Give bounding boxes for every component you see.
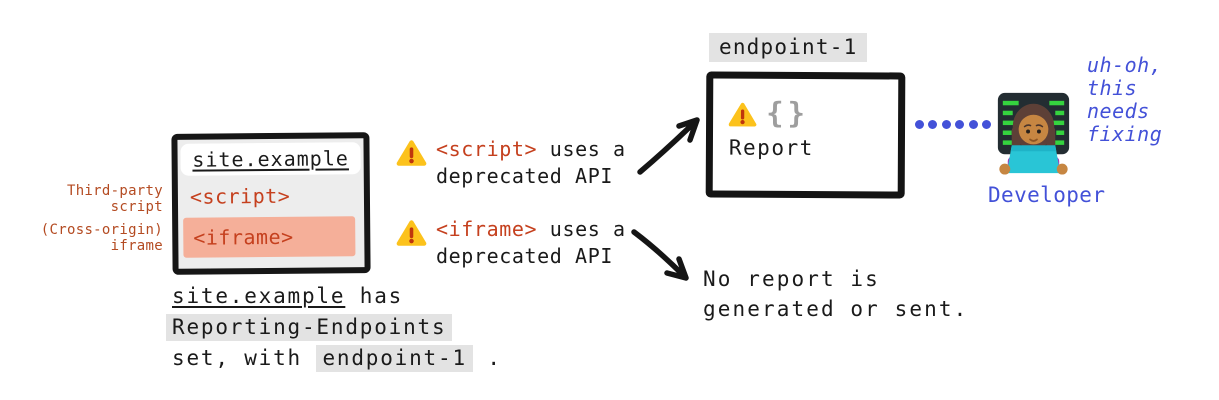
dot	[941, 120, 951, 129]
warning-text-script: <script> uses a deprecated API	[436, 136, 626, 190]
label-line: Third-party	[66, 183, 163, 199]
endpoint-box: {} Report	[705, 71, 906, 199]
caption-line-2: Reporting-Endpoints	[166, 312, 502, 343]
laptop	[999, 145, 1068, 175]
warning-icon	[728, 102, 757, 128]
endpoint-chip: endpoint-1	[316, 345, 473, 372]
report-json-braces-icon: {}	[766, 95, 810, 131]
dot	[915, 120, 924, 129]
woman-technologist-emoji	[997, 92, 1070, 175]
caption-line-3: set, with endpoint-1 .	[172, 343, 502, 374]
warning-rest: uses a	[549, 217, 626, 241]
caption-line-1: site.example has	[172, 281, 502, 312]
label-line: (Cross-origin)	[40, 222, 163, 238]
warning-icon	[396, 139, 427, 167]
dot	[981, 120, 991, 129]
iframe-highlight: <iframe>	[183, 216, 356, 258]
warning-line-2: deprecated API	[436, 244, 613, 268]
warning-row-iframe: <iframe> uses a deprecated API	[396, 216, 626, 270]
dot	[955, 120, 965, 129]
report-row: {}	[728, 96, 898, 131]
warning-line-1: <iframe> uses a	[436, 216, 626, 243]
label-third-party-script: Third-party script	[0, 183, 163, 215]
warning-tag: <iframe>	[436, 217, 538, 241]
iframe-tag-text: <iframe>	[193, 224, 294, 250]
warning-rest: uses a	[549, 137, 626, 161]
dot	[968, 120, 978, 129]
dotted-connector	[915, 120, 991, 129]
caption-site-name: site.example	[172, 284, 346, 308]
thought-line: fixing	[1087, 122, 1163, 146]
developer-label: Developer	[988, 183, 1106, 207]
warning-icon	[396, 219, 427, 247]
warning-line-2: deprecated API	[436, 164, 613, 188]
arrow-to-no-report-icon	[631, 229, 689, 281]
label-cross-origin-iframe: (Cross-origin) iframe	[0, 222, 163, 254]
no-report-line-1: No report is	[703, 267, 880, 291]
label-line: iframe	[110, 238, 163, 254]
warning-row-script: <script> uses a deprecated API	[396, 136, 626, 190]
site-url-bar: site.example	[180, 142, 361, 176]
site-url-text: site.example	[192, 146, 349, 172]
thought-text: uh-oh, this needs fixing	[1087, 54, 1162, 146]
caption-period: .	[487, 346, 502, 370]
caption-set-with-text: set, with	[172, 346, 302, 370]
thought-line: this	[1087, 76, 1138, 100]
thought-line: uh-oh,	[1087, 53, 1163, 77]
caption: site.example has Reporting-Endpoints set…	[166, 281, 502, 374]
warning-line-1: <script> uses a	[436, 136, 626, 163]
warning-tag: <script>	[436, 137, 538, 161]
thought-line: needs	[1087, 99, 1150, 123]
no-report-line-2: generated or sent.	[703, 297, 969, 321]
arrow-to-endpoint-icon	[637, 117, 700, 175]
site-window: site.example <script> <iframe>	[171, 132, 371, 275]
caption-has-text: has	[359, 284, 404, 308]
dot	[928, 120, 938, 129]
report-label: Report	[728, 135, 814, 161]
label-line: script	[110, 199, 163, 215]
endpoint-label-chip: endpoint-1	[709, 33, 868, 62]
reporting-endpoints-chip: Reporting-Endpoints	[166, 314, 453, 341]
warning-text-iframe: <iframe> uses a deprecated API	[436, 216, 626, 270]
script-tag-text: <script>	[189, 183, 291, 209]
no-report-text: No report is generated or sent.	[703, 264, 968, 324]
